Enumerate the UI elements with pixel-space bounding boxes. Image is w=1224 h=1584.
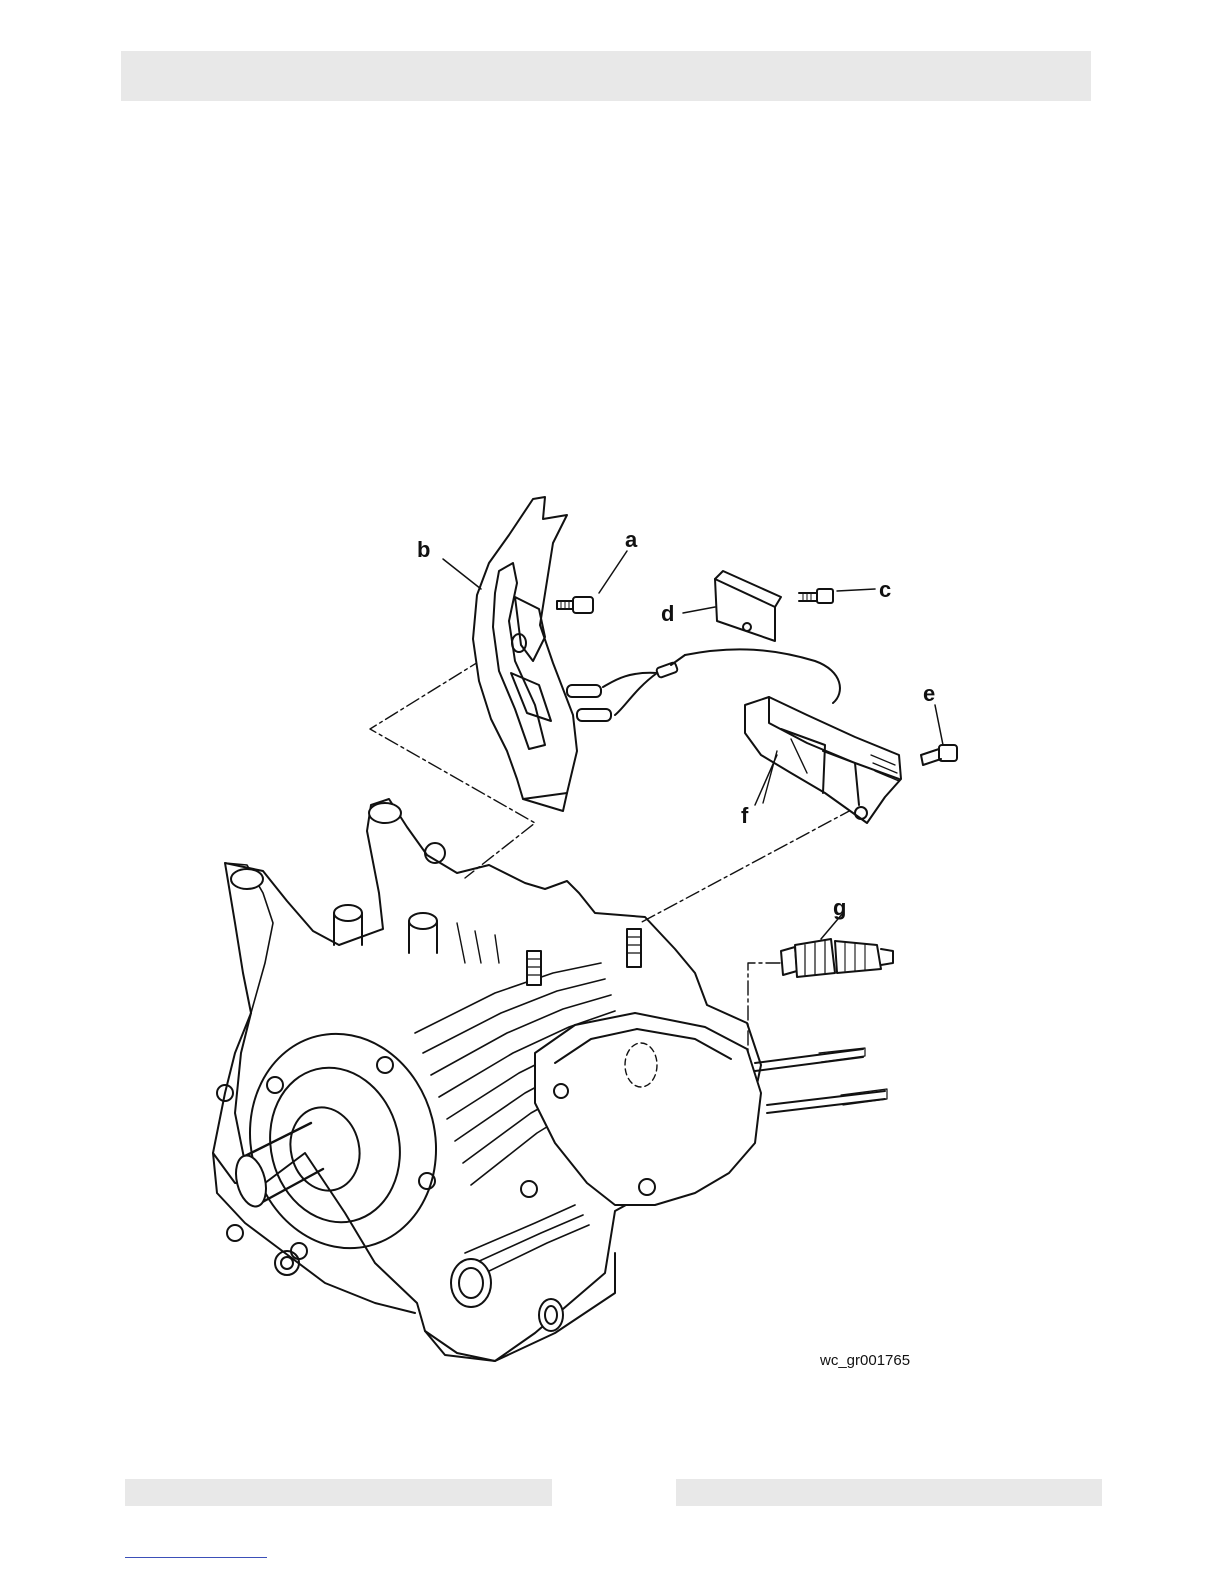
footer-link-underline[interactable] <box>125 1557 267 1558</box>
flywheel-shroud-part <box>473 497 577 811</box>
callout-a: a <box>625 527 638 552</box>
long-studs <box>755 1048 887 1113</box>
diagram-svg: b a c d e f g wc_gr001765 <box>195 493 965 1373</box>
ignition-coil-part <box>745 697 901 823</box>
header-bar <box>121 51 1091 101</box>
spark-plug-part <box>781 939 893 977</box>
callout-c: c <box>879 577 891 602</box>
footer-bar-left <box>125 1479 552 1506</box>
screw-c-part <box>799 589 833 603</box>
bracket-d-part <box>715 571 781 641</box>
engine-exploded-diagram: b a c d e f g wc_gr001765 <box>195 493 965 1373</box>
crankcase-cover <box>217 1014 458 1275</box>
engine-base <box>425 1253 615 1361</box>
bolt-e-part <box>921 745 957 765</box>
footer-bar-right <box>676 1479 1102 1506</box>
callout-d: d <box>661 601 674 626</box>
bolt-a-part <box>557 597 593 613</box>
callout-g: g <box>833 895 846 920</box>
callout-f: f <box>741 803 749 828</box>
callout-e: e <box>923 681 935 706</box>
assembly-guide-lines <box>370 633 853 1068</box>
figure-id: wc_gr001765 <box>819 1352 910 1369</box>
head-cover <box>521 1013 761 1205</box>
callout-b: b <box>417 537 430 562</box>
